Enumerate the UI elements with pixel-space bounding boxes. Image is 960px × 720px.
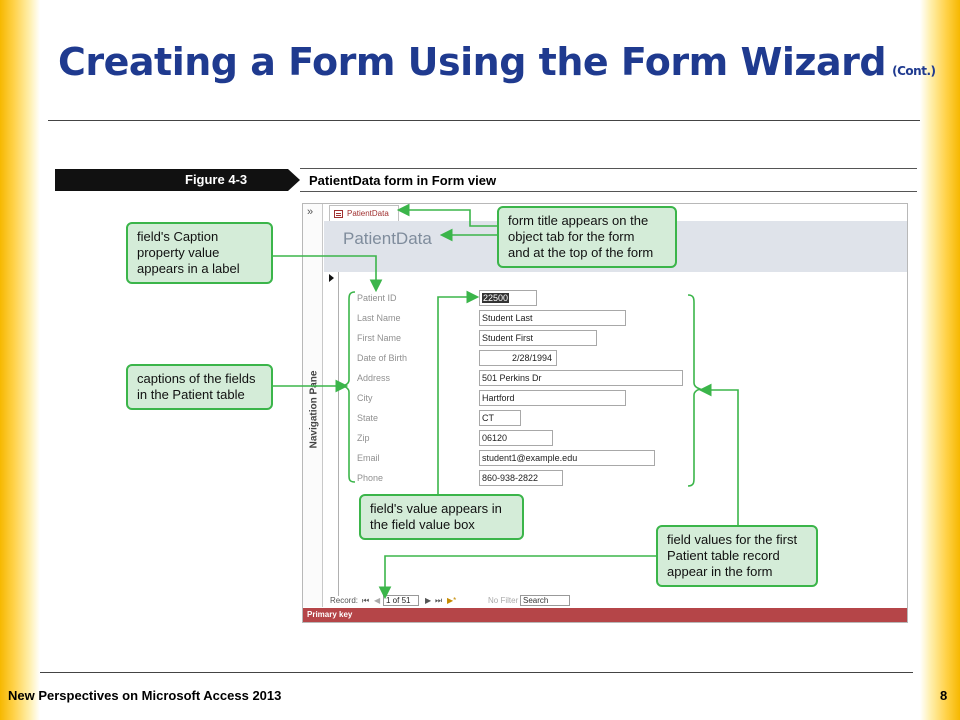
access-window: » Navigation Pane PatientData PatientDat…	[302, 203, 908, 623]
status-bar: Primary key	[303, 608, 907, 622]
label-city: City	[357, 393, 373, 403]
callout-value-box: field's value appears in the field value…	[359, 494, 524, 540]
callout-line: property value	[137, 245, 220, 260]
next-record-icon[interactable]: ▶	[425, 596, 432, 605]
callout-line: the field value box	[370, 517, 475, 532]
nav-pane-toggle-icon[interactable]: »	[307, 206, 314, 218]
field-state[interactable]: CT	[479, 410, 521, 426]
new-record-icon[interactable]: ▶*	[447, 596, 457, 605]
figure-bottom-rule	[300, 191, 917, 192]
figure-caption: PatientData form in Form view	[309, 173, 497, 188]
label-first-name: First Name	[357, 333, 402, 343]
callout-line: form title appears on the	[508, 213, 649, 228]
callout-form-title: form title appears on the object tab for…	[497, 206, 677, 268]
label-state: State	[357, 413, 379, 423]
slide-title: Creating a Form Using the Form Wizard (Co…	[58, 40, 936, 84]
field-date-of-birth[interactable]: 2/28/1994	[479, 350, 557, 366]
previous-record-icon[interactable]: ◀	[374, 596, 381, 605]
callout-line: field values for the first	[667, 532, 798, 547]
no-filter-button[interactable]: No Filter	[488, 596, 519, 605]
form-detail: Patient ID 22500 Last Name Student Last …	[339, 272, 907, 596]
field-email[interactable]: student1@example.edu	[479, 450, 655, 466]
title-divider	[48, 120, 920, 121]
arrow-first-record	[658, 383, 739, 541]
record-label: Record:	[330, 596, 359, 605]
label-email: Email	[357, 453, 380, 463]
page-number: 8	[940, 688, 948, 703]
field-last-name[interactable]: Student Last	[479, 310, 626, 326]
footer-divider	[40, 672, 913, 673]
callout-line: object tab for the form	[508, 229, 635, 244]
figure-label: Figure 4-3	[55, 169, 300, 191]
field-patient-id-value: 22500	[482, 293, 510, 303]
left-gold-band	[0, 0, 40, 720]
callout-first-record: field values for the first Patient table…	[656, 525, 818, 587]
last-record-icon[interactable]: ⏭	[435, 596, 443, 605]
search-box[interactable]: Search	[520, 595, 570, 606]
record-selector[interactable]	[324, 272, 339, 596]
label-last-name: Last Name	[357, 313, 401, 323]
label-zip: Zip	[357, 433, 370, 443]
field-city[interactable]: Hartford	[479, 390, 626, 406]
current-record-arrow-icon	[329, 274, 334, 282]
callout-line: field's Caption	[137, 229, 219, 244]
form-icon	[334, 210, 343, 218]
label-brace	[340, 291, 356, 483]
arrow-value-box	[437, 290, 480, 496]
label-patient-id: Patient ID	[357, 293, 397, 303]
callout-line: captions of the fields	[137, 371, 256, 386]
object-tab-patientdata[interactable]: PatientData	[329, 205, 399, 221]
field-first-name[interactable]: Student First	[479, 330, 597, 346]
arrow-caption-property	[272, 255, 383, 293]
first-record-icon[interactable]: ⏮	[362, 596, 370, 605]
slide-title-text: Creating a Form Using the Form Wizard	[58, 40, 887, 84]
navigation-pane[interactable]: » Navigation Pane	[303, 204, 323, 607]
slide-title-suffix: (Cont.)	[892, 64, 936, 78]
callout-captions-fields: captions of the fields in the Patient ta…	[126, 364, 273, 410]
field-phone[interactable]: 860-938-2822	[479, 470, 563, 486]
label-phone: Phone	[357, 473, 384, 483]
label-address: Address	[357, 373, 391, 383]
callout-line: Patient table record	[667, 548, 780, 563]
arrow-form-title-tab	[396, 203, 498, 227]
value-brace	[687, 294, 703, 487]
callout-line: field's value appears in	[370, 501, 502, 516]
callout-line: appear in the form	[667, 564, 773, 579]
field-address[interactable]: 501 Perkins Dr	[479, 370, 683, 386]
callout-line: appears in a label	[137, 261, 240, 276]
figure-top-rule	[300, 168, 917, 169]
field-zip[interactable]: 06120	[479, 430, 553, 446]
arrow-record-position	[378, 555, 658, 600]
callout-line: and at the top of the form	[508, 245, 654, 260]
object-tab-label: PatientData	[347, 209, 389, 218]
form-title: PatientData	[343, 229, 432, 248]
right-gold-band	[920, 0, 960, 720]
label-date-of-birth: Date of Birth	[357, 353, 408, 363]
callout-caption-property: field's Caption property value appears i…	[126, 222, 273, 284]
record-navigation-bar: Record: ⏮ ◀ 1 of 51 ▶ ⏭ ▶* No Filter Sea…	[324, 594, 907, 608]
field-patient-id[interactable]: 22500	[479, 290, 537, 306]
footer-text: New Perspectives on Microsoft Access 201…	[8, 688, 282, 703]
callout-line: in the Patient table	[137, 387, 245, 402]
current-record-box[interactable]: 1 of 51	[383, 595, 419, 606]
